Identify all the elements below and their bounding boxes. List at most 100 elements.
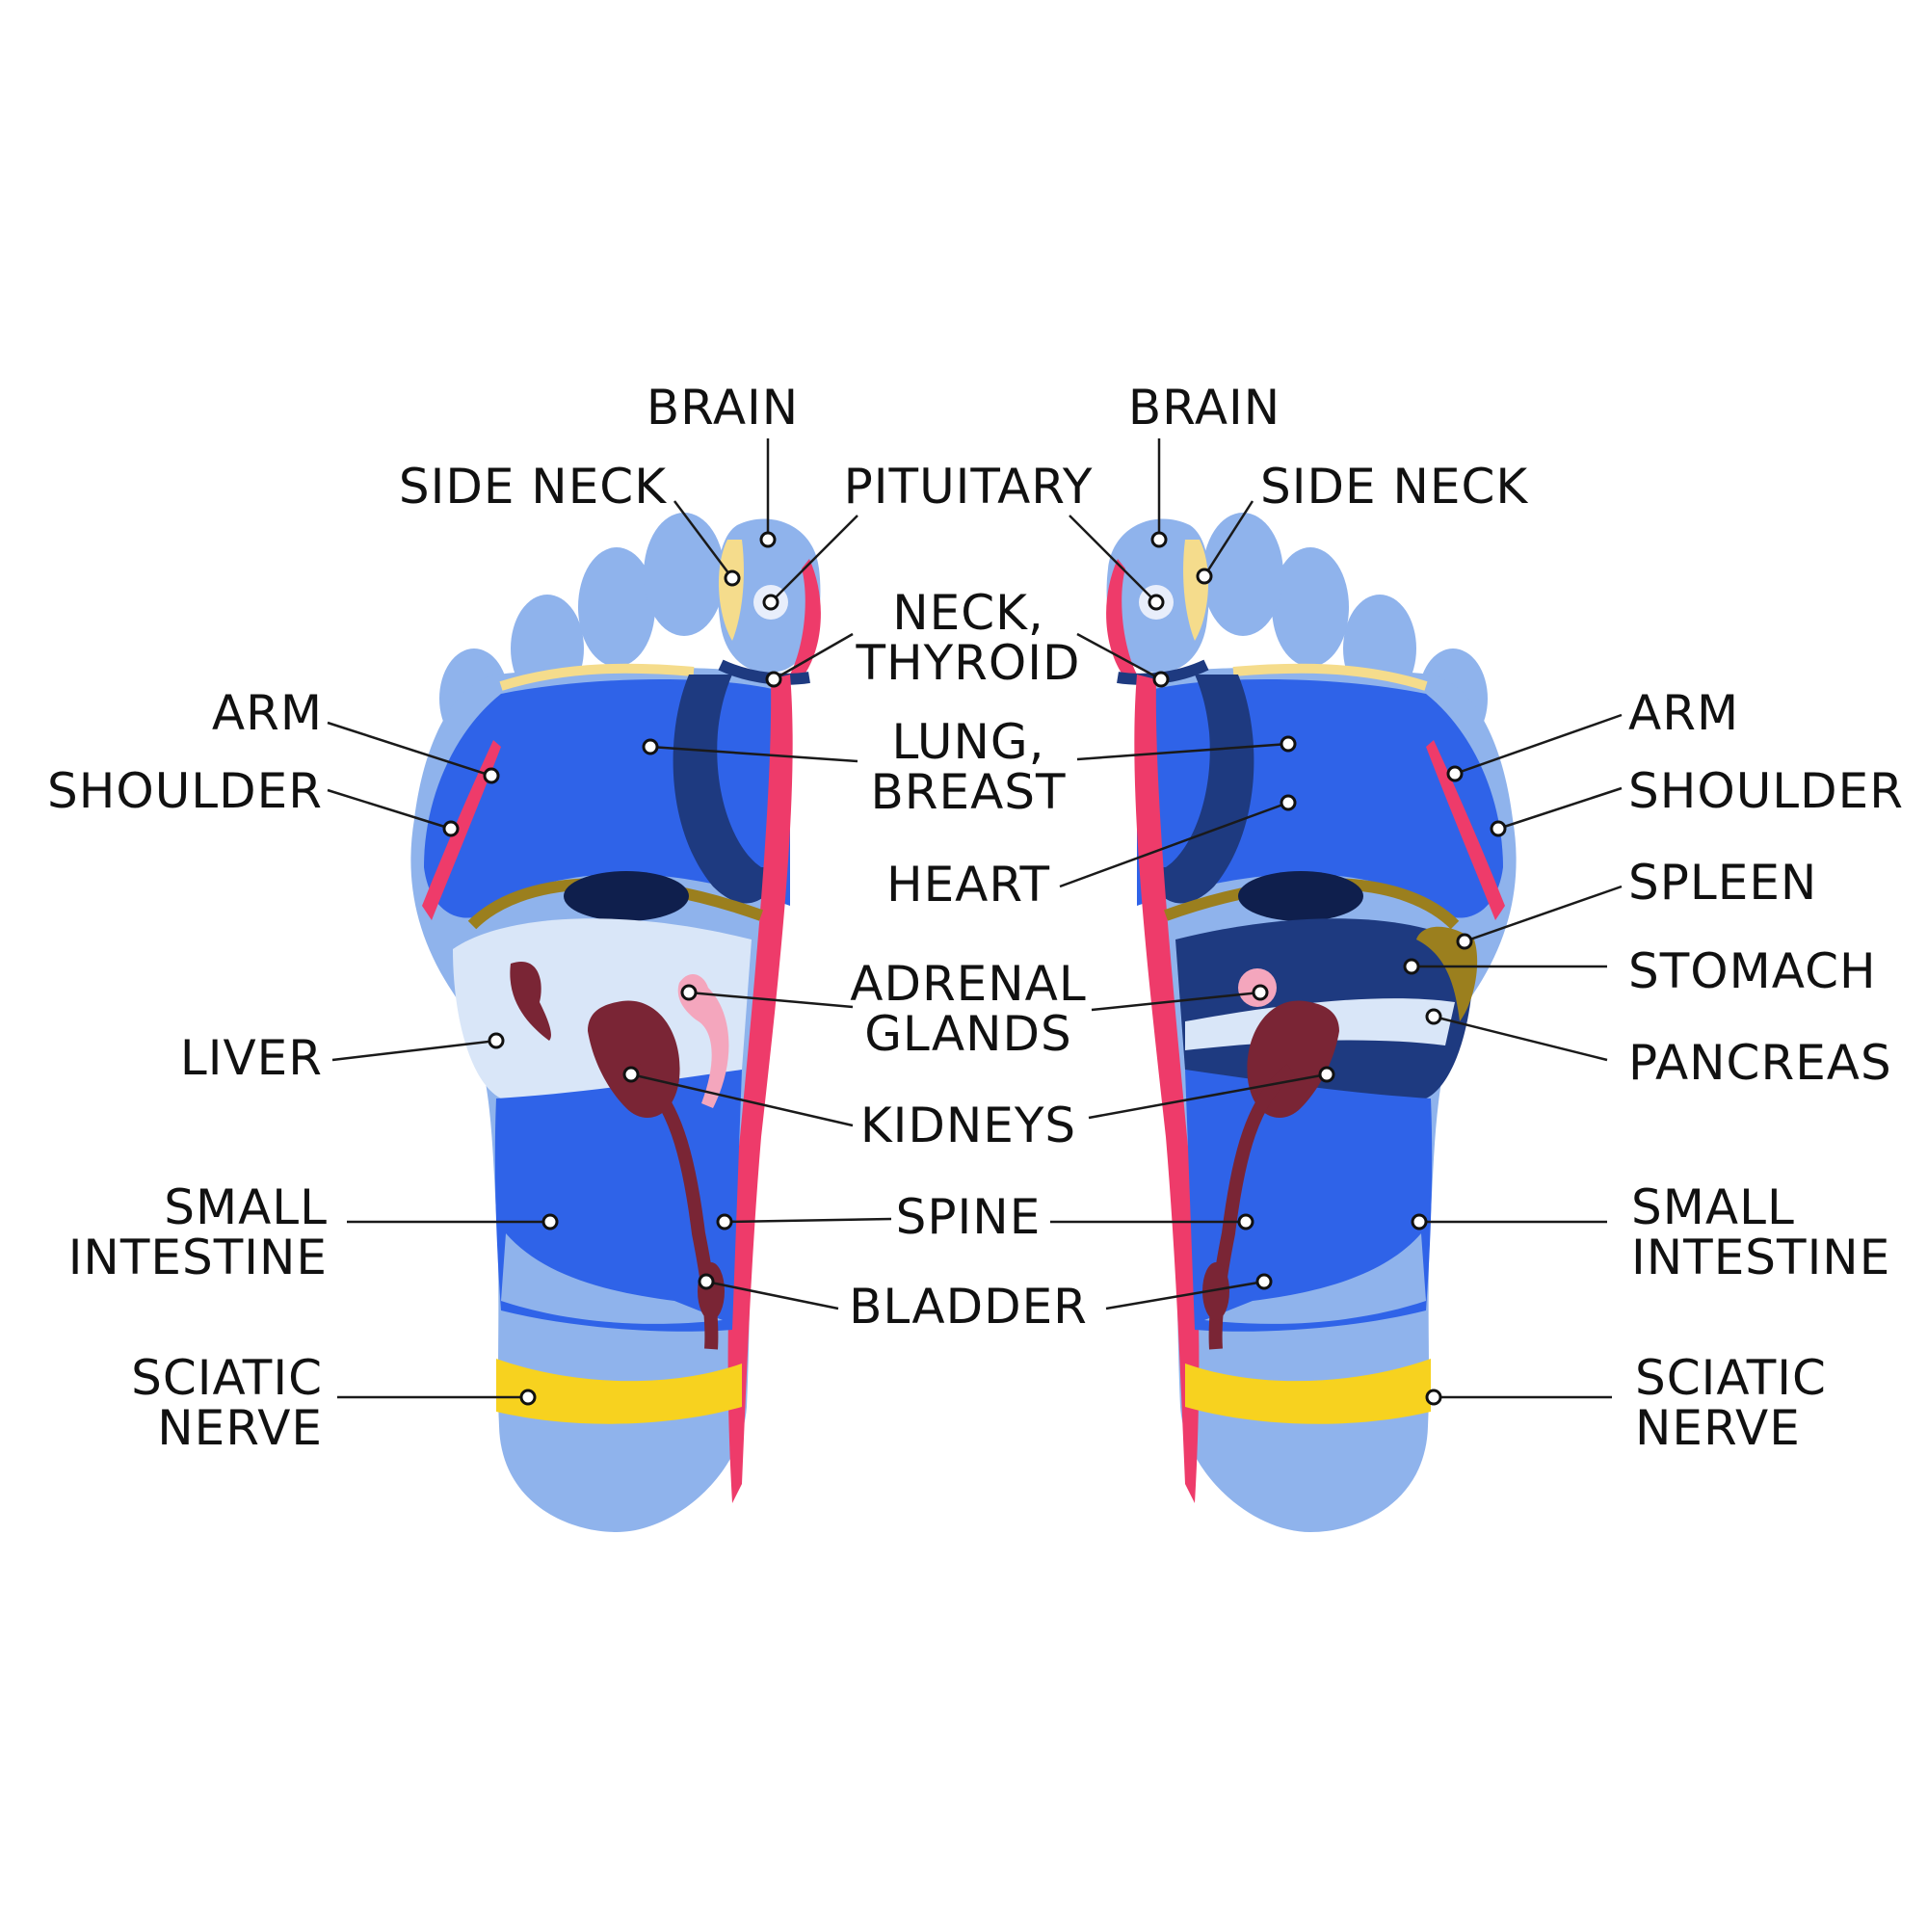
dot-right-kidney [1318, 1066, 1335, 1083]
leader-right-side-neck [1202, 500, 1254, 577]
right-toe-red-strip [1106, 559, 1137, 675]
label-right-sciatic-1: SCIATIC [1635, 1350, 1827, 1406]
left-foot [410, 513, 821, 1532]
left-yellow-arc [499, 663, 695, 691]
leader-right-pituitary [1069, 515, 1157, 603]
label-left-small-intestine-2: INTESTINE [68, 1230, 328, 1285]
label-lung-breast-2: BREAST [870, 764, 1066, 820]
dot-right-pituitary [1148, 594, 1165, 611]
right-arm-strip [1426, 740, 1505, 920]
dot-right-lung [1280, 735, 1297, 753]
leader-right-adrenal [1091, 991, 1261, 1012]
leader-left-side-neck [673, 500, 733, 579]
label-spine: SPINE [896, 1189, 1042, 1245]
right-yellow-arc [1232, 663, 1428, 691]
right-third-toe [1272, 547, 1349, 667]
label-right-small-intestine-2: INTESTINE [1631, 1230, 1890, 1285]
label-kidneys: KIDNEYS [860, 1098, 1076, 1153]
label-bladder: BLADDER [849, 1279, 1088, 1335]
dot-right-sciatic [1425, 1389, 1442, 1406]
left-second-toe [644, 513, 725, 636]
left-toe-red-strip [790, 559, 821, 675]
label-adrenal-1: ADRENAL [850, 956, 1087, 1012]
left-intestine-highlight [501, 1233, 723, 1324]
dot-right-arm [1446, 765, 1464, 782]
dot-left-kidney [622, 1066, 640, 1083]
leader-right-spleen [1464, 885, 1623, 943]
dot-left-shoulder [442, 820, 460, 837]
leader-right-lung [1076, 742, 1289, 761]
dot-right-spleen [1456, 933, 1473, 950]
label-right-spleen: SPLEEN [1628, 855, 1817, 911]
leader-left-kidneys [630, 1072, 854, 1127]
label-right-brain: BRAIN [1128, 380, 1280, 436]
leader-left-spine [724, 1217, 892, 1224]
dot-right-stomach [1403, 958, 1420, 975]
right-thyroid-channel [1147, 675, 1254, 904]
leader-left-shoulder [327, 788, 452, 831]
label-right-pancreas: PANCREAS [1628, 1035, 1892, 1091]
left-side-neck-zone [718, 540, 744, 641]
label-neck-thyroid-2: THYROID [855, 635, 1080, 691]
right-navy-pocket [1238, 871, 1363, 921]
leader-left-bladder [705, 1280, 839, 1310]
dot-left-side-neck [724, 569, 741, 587]
label-pituitary: PITUITARY [844, 459, 1094, 515]
label-right-side-neck: SIDE NECK [1260, 459, 1528, 515]
dot-right-side-neck [1196, 568, 1213, 585]
dot-left-bladder [698, 1273, 715, 1290]
leader-right-shoulder [1497, 786, 1623, 831]
label-adrenal-2: GLANDS [864, 1006, 1072, 1062]
right-side-neck-zone [1183, 540, 1209, 641]
left-spine-strip [727, 675, 793, 1503]
label-left-small-intestine-1: SMALL [164, 1179, 328, 1235]
dot-right-adrenal [1252, 984, 1269, 1001]
label-neck-thyroid-1: NECK, [892, 585, 1044, 641]
right-bladder-organ [1202, 1262, 1229, 1320]
dot-right-pancreas [1425, 1008, 1442, 1025]
dot-left-neck [765, 671, 782, 688]
right-foot [1106, 513, 1517, 1532]
label-left-arm: ARM [212, 685, 323, 741]
leader-right-arm [1454, 713, 1623, 776]
leader-right-bladder [1105, 1280, 1265, 1310]
label-left-sciatic-2: NERVE [157, 1400, 323, 1456]
dot-left-adrenal [680, 984, 698, 1001]
right-sciatic-band [1185, 1359, 1431, 1424]
left-adrenal-organ [677, 973, 729, 1108]
dot-left-pituitary [762, 594, 779, 611]
dot-right-shoulder [1490, 820, 1507, 837]
dot-right-heart [1280, 794, 1297, 811]
label-right-stomach: STOMACH [1628, 943, 1877, 999]
label-right-sciatic-2: NERVE [1635, 1400, 1801, 1456]
leader-left-arm [327, 721, 492, 778]
dot-left-brain [759, 531, 777, 548]
labels: BRAIN SIDE NECK ARM SHOULDER LIVER SMALL… [47, 380, 1904, 1456]
label-left-brain: BRAIN [647, 380, 799, 436]
dot-right-neck [1152, 671, 1170, 688]
label-right-arm: ARM [1628, 685, 1739, 741]
left-arm-strip [422, 740, 501, 920]
dot-left-sciatic [519, 1389, 537, 1406]
right-second-toe [1202, 513, 1283, 636]
dot-left-intestine [541, 1213, 559, 1231]
left-bladder-organ [698, 1262, 725, 1320]
leader-right-heart [1059, 801, 1289, 888]
leader-left-pituitary [770, 515, 858, 603]
dot-left-arm [483, 767, 500, 784]
leader-lines [327, 438, 1623, 1399]
leader-left-adrenal [688, 991, 854, 1009]
label-right-shoulder: SHOULDER [1628, 763, 1904, 819]
dot-right-bladder [1255, 1273, 1273, 1290]
leader-left-neck [773, 632, 854, 681]
point-markers [442, 531, 1507, 1406]
label-left-shoulder: SHOULDER [47, 763, 323, 819]
label-left-liver: LIVER [180, 1030, 323, 1086]
left-liver-organ [510, 962, 551, 1041]
dot-left-spine [716, 1213, 733, 1231]
left-thyroid-channel [673, 675, 780, 904]
label-lung-breast-1: LUNG, [891, 714, 1044, 770]
right-intestine-highlight [1204, 1233, 1426, 1324]
